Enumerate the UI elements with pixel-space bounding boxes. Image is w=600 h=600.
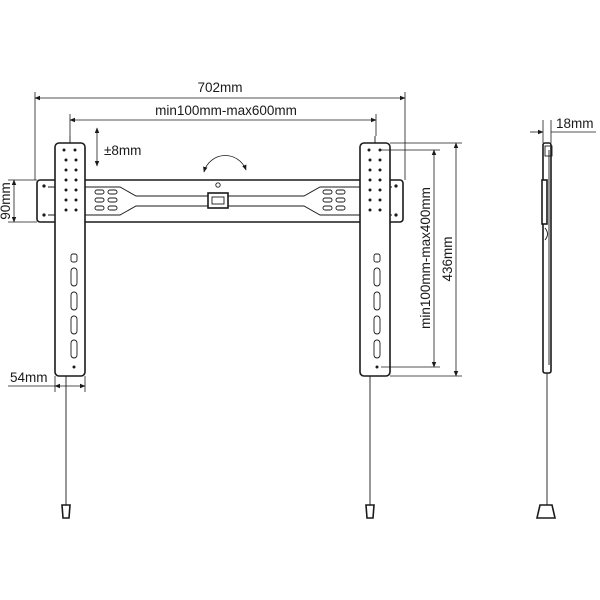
dimension-arm-height bbox=[390, 142, 462, 377]
rotation-arrow-icon bbox=[203, 155, 247, 173]
rail-holes-left bbox=[42, 184, 118, 217]
side-profile bbox=[535, 142, 557, 519]
dimension-arm-width bbox=[8, 376, 86, 392]
front-view: 702mm min100mm-max600mm ±8mm 90mm 54mm bbox=[0, 80, 462, 519]
dimension-label-arm-width: 54mm bbox=[10, 370, 48, 385]
center-lock bbox=[207, 182, 229, 209]
wall-rail bbox=[36, 179, 404, 223]
dimension-label-overall-width: 702mm bbox=[197, 80, 242, 95]
left-arm bbox=[54, 136, 86, 519]
dimension-vesa-horizontal bbox=[69, 114, 377, 136]
dimension-wall-gap bbox=[530, 120, 596, 143]
dimension-label-vertical-adjust: ±8mm bbox=[104, 143, 141, 158]
side-view: 18mm bbox=[530, 116, 596, 519]
dimension-vesa-vertical bbox=[381, 149, 440, 368]
dimension-label-wall-gap: 18mm bbox=[556, 116, 594, 131]
dimension-overall-width bbox=[34, 92, 406, 180]
rail-holes-right bbox=[322, 184, 398, 217]
dimension-label-vesa-vertical: min100mm-max400mm bbox=[418, 187, 433, 329]
dimension-rail-height bbox=[8, 179, 37, 223]
dimension-label-vesa-horizontal: min100mm-max600mm bbox=[155, 103, 297, 118]
dimension-label-rail-height: 90mm bbox=[0, 182, 13, 220]
right-arm bbox=[359, 136, 391, 519]
dimension-label-arm-height: 436mm bbox=[440, 236, 455, 281]
